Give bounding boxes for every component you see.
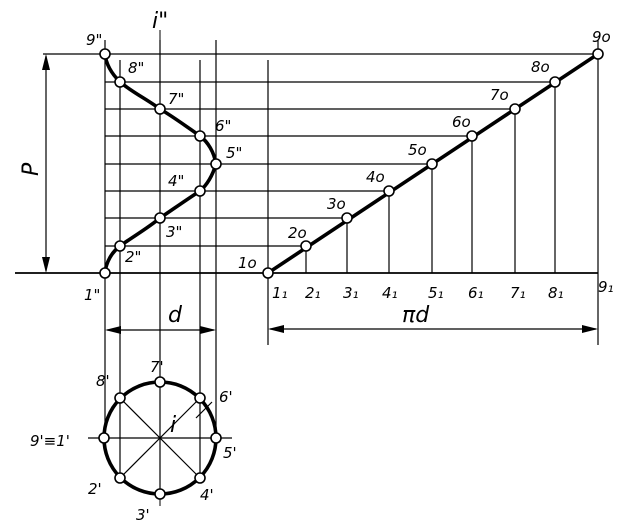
front-view-points [99,48,222,279]
front-point-label: 9" [86,31,102,49]
top-view: i [88,360,232,510]
pitch-label: P [19,162,44,176]
base-point-label: 3₁ [343,284,359,302]
development-labels: 1o 2o 3o 4o 5o 6o 7o 8o 9o [238,28,611,272]
front-point-label: 2" [125,248,141,266]
front-view-labels: 1" 2" 3" 4" 5" 6" 7" 8" 9" [84,31,242,304]
diameter-dimension: d [105,303,216,334]
front-point-label: 1" [84,286,100,304]
circumference-dimension: πd [268,303,598,333]
top-point-label: 3' [136,506,150,524]
dev-point-label: 9o [592,28,611,46]
front-point-label: 8" [128,59,144,77]
base-point-label: 9₁ [598,278,614,296]
front-point-label: 6" [215,117,231,135]
dev-point-label: 2o [288,224,307,242]
development-base-labels: 1₁ 2₁ 3₁ 4₁ 5₁ 6₁ 7₁ 8₁ 9₁ [272,278,614,302]
top-point-label: 6' [219,388,233,406]
front-point-label: 4" [168,172,184,190]
base-point-label: 1₁ [272,284,288,302]
pitch-dimension: P [19,54,50,273]
front-point-label: 3" [166,223,182,241]
dev-point-label: 7o [490,86,509,104]
front-point-label: 5" [226,144,242,162]
base-point-label: 7₁ [510,284,526,302]
front-axis-label: i" [152,9,168,34]
top-view-labels: 9'≡1' 2' 3' 4' 5' 6' 7' 8' [30,358,237,524]
base-point-label: 5₁ [428,284,444,302]
top-point-label: 7' [150,358,164,376]
top-point-label: 8' [96,372,110,390]
top-point-label: 2' [88,480,102,498]
dev-point-label: 6o [452,113,471,131]
dev-point-label: 8o [531,58,550,76]
base-point-label: 2₁ [305,284,321,302]
dev-point-label: 3o [327,195,346,213]
top-point-label: 4' [200,486,214,504]
base-point-label: 8₁ [548,284,564,302]
dev-point-label: 1o [238,254,257,272]
top-axis-label: i [170,413,176,438]
diameter-label: d [168,303,183,328]
top-point-label: 5' [223,444,237,462]
front-point-label: 7" [168,90,184,108]
top-point-label: 9'≡1' [30,432,70,450]
dev-point-label: 4o [366,168,385,186]
base-point-label: 6₁ [468,284,484,302]
development [262,40,604,345]
dev-point-label: 5o [408,141,427,159]
circumference-label: πd [402,303,430,328]
base-point-label: 4₁ [382,284,398,302]
